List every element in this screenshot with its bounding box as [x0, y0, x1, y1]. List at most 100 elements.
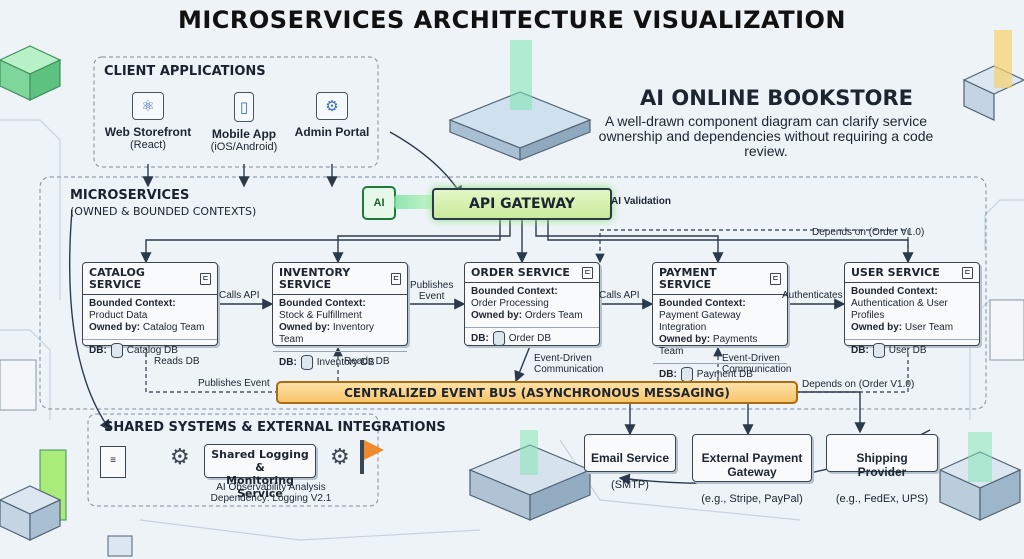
context-value: Authentication & User Profiles [851, 298, 948, 321]
owner-value: Inventory Team [279, 322, 375, 345]
component-icon: ⊏ [962, 267, 973, 279]
observability-note: AI Observability Analysis Dependency: Lo… [210, 482, 332, 504]
external-sub: (e.g., Stripe, PayPal) [701, 493, 803, 505]
client-applications-label: CLIENT APPLICATIONS [104, 64, 266, 79]
external-sub: (SMTP) [611, 479, 649, 491]
context-value: Stock & Fulfillment [279, 310, 362, 321]
context-label: Bounded Context: [279, 298, 366, 309]
database-icon [872, 343, 885, 358]
edge-label-reads-db: Reads DB [154, 356, 200, 367]
database-icon [300, 355, 313, 370]
owner-value: Catalog Team [142, 322, 205, 333]
db-value: Inventory DB [316, 356, 375, 368]
document-icon: ≡ [100, 446, 126, 478]
edge-label-calls-api-2: Calls API [599, 290, 640, 301]
external-name: External Payment Gateway [701, 451, 803, 479]
client-name: Admin Portal [294, 125, 370, 139]
gear-window-icon: ⚙ [316, 92, 348, 120]
component-icon: ⊏ [770, 273, 781, 285]
client-admin-portal: ⚙ Admin Portal [277, 92, 387, 139]
event-bus: CENTRALIZED EVENT BUS (ASYNCHRONOUS MESS… [276, 381, 798, 404]
client-sub: (React) [129, 139, 167, 151]
browser-atom-icon: ⚛ [132, 92, 164, 120]
context-value: Payment Gateway Integration [659, 310, 741, 333]
component-icon: ⊏ [391, 273, 401, 285]
shared-systems-label: SHARED SYSTEMS & EXTERNAL INTEGRATIONS [104, 420, 446, 435]
bookstore-description: A well-drawn component diagram can clari… [598, 113, 934, 159]
ai-chip-icon: AI [362, 186, 396, 220]
edge-label-authenticates: Authenticates [782, 290, 843, 301]
owner-label: Owned by: [279, 322, 331, 333]
service-catalog: CATALOG SERVICE⊏ Bounded Context: Produc… [82, 262, 218, 358]
service-payment: PAYMENT SERVICE ⊏ Bounded Context: Paymen… [652, 262, 788, 382]
database-icon [680, 367, 693, 382]
bookstore-title: AI ONLINE BOOKSTORE [640, 86, 914, 110]
db-value: User DB [888, 344, 927, 356]
owner-label: Owned by: [471, 310, 523, 321]
db-label: DB: [279, 356, 297, 368]
owner-value: Payments Team [659, 334, 758, 357]
owner-value: User Team [904, 322, 954, 333]
external-name: Email Service [590, 451, 670, 465]
edge-label-depends-on-bottom: Depends on (Order V1.0) [802, 379, 915, 390]
component-icon: ⊏ [200, 273, 211, 285]
external-shipping-provider: Shipping Provider (e.g., FedEx, UPS) [826, 434, 938, 505]
api-gateway: API GATEWAY [432, 188, 612, 220]
db-label: DB: [471, 332, 489, 344]
external-sub: (e.g., FedEx, UPS) [835, 493, 929, 505]
ai-validation-label: AI Validation [611, 196, 672, 207]
edge-label-publishes-event-bus: Publishes Event [198, 378, 270, 389]
flag-pole [360, 440, 364, 474]
client-name: Mobile App [211, 127, 277, 141]
robot-arm-icon-2: ⚙ [330, 444, 350, 469]
db-label: DB: [89, 344, 107, 356]
owner-label: Owned by: [89, 322, 141, 333]
service-name: INVENTORY SERVICE [279, 266, 351, 291]
client-name: Web Storefront [104, 125, 192, 139]
external-payment-gateway: External Payment Gateway (e.g., Stripe, … [692, 434, 812, 505]
edge-label-publishes-event: Publishes Event [410, 280, 454, 302]
edge-label-calls-api: Calls API [219, 290, 260, 301]
robot-arm-icon: ⚙ [170, 444, 190, 469]
context-label: Bounded Context: [89, 298, 176, 309]
context-label: Bounded Context: [851, 286, 938, 297]
shared-logging-service: Shared Logging & Monitoring Service [204, 444, 316, 500]
component-icon: ⊏ [582, 267, 593, 279]
context-label: Bounded Context: [659, 298, 746, 309]
client-mobile-app: ▯ Mobile App (iOS/Android) [189, 92, 299, 154]
smartphone-icon: ▯ [234, 92, 254, 122]
database-icon [110, 343, 123, 358]
service-user: USER SERVICE ⊏ Bounded Context: Authentic… [844, 262, 980, 358]
db-value: Order DB [508, 332, 552, 344]
edge-label-event-driven-2: Event-Driven Communication [722, 353, 792, 375]
microservices-label: MICROSERVICES [70, 188, 190, 203]
edge-label-reads-db-2: Reads DB [344, 356, 390, 367]
edge-label-event-driven: Event-Driven Communication [534, 353, 604, 375]
db-label: DB: [851, 344, 869, 356]
client-web-storefront: ⚛ Web Storefront (React) [93, 92, 203, 152]
db-label: DB: [659, 368, 677, 380]
db-value: Payment DB [696, 368, 753, 380]
flag-icon [364, 440, 384, 460]
service-name: ORDER SERVICE [471, 266, 570, 279]
context-label: Bounded Context: [471, 286, 558, 297]
context-value: Order Processing [471, 298, 549, 309]
client-sub: (iOS/Android) [210, 141, 278, 153]
service-inventory: INVENTORY SERVICE ⊏ Bounded Context: Stoc… [272, 262, 408, 370]
service-name: USER SERVICE [851, 266, 940, 279]
external-name: Shipping Provider [856, 451, 908, 479]
service-name: PAYMENT SERVICE [659, 266, 717, 291]
microservices-sublabel: (OWNED & BOUNDED CONTEXTS) [70, 205, 257, 218]
database-icon [492, 331, 505, 346]
service-name: CATALOG SERVICE [89, 266, 145, 291]
owner-value: Orders Team [524, 310, 583, 321]
owner-label: Owned by: [851, 322, 903, 333]
edge-label-depends-on-top: Depends on (Order V1.0) [812, 227, 925, 238]
service-order: ORDER SERVICE ⊏ Bounded Context: Order Pr… [464, 262, 600, 346]
db-value: Catalog DB [126, 344, 178, 356]
external-email-service: Email Service (SMTP) [584, 434, 676, 491]
page-title: MICROSERVICES ARCHITECTURE VISUALIZATION [177, 6, 846, 34]
ai-beam [394, 195, 434, 209]
owner-label: Owned by: [659, 334, 711, 345]
